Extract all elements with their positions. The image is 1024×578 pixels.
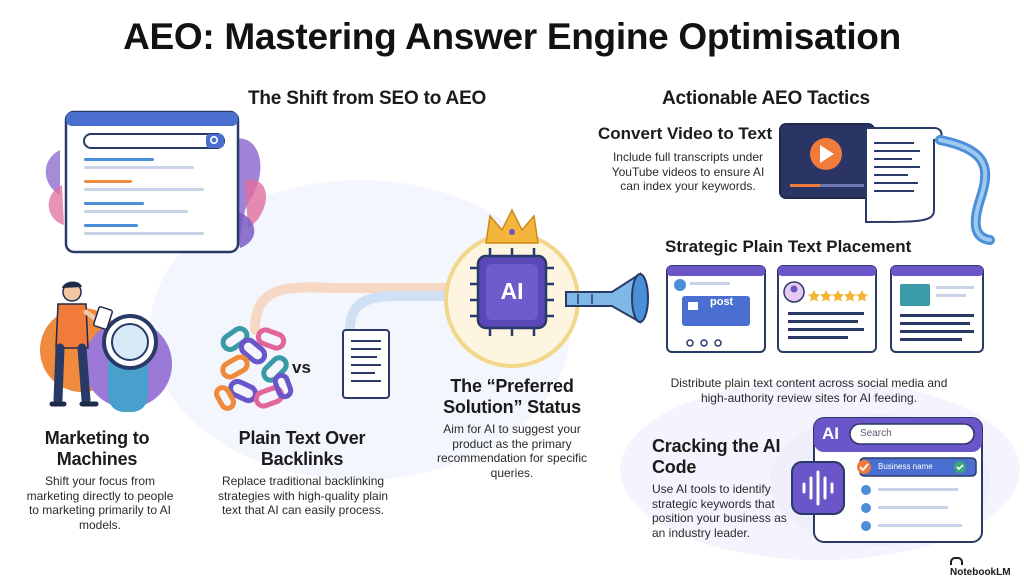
plaintext-title: Plain Text Over Backlinks [238, 428, 366, 469]
vs-label: vs [292, 358, 311, 377]
plaintext-body: Replace traditional backlinking strategi… [217, 474, 389, 517]
placement-cards-illustration [666, 265, 984, 353]
ai-search-logo: AI [822, 424, 839, 443]
person-magnifier-illustration [40, 281, 172, 412]
preferred-title: The “Preferred Solution” Status [443, 376, 581, 417]
ai-chip-label: AI [500, 278, 524, 304]
funnel-illustration [565, 272, 649, 324]
video-title: Convert Video to Text [598, 124, 773, 143]
preferred-body: Aim for AI to suggest your product as th… [436, 422, 588, 480]
ai-search-illustration [770, 414, 990, 546]
left-section-heading: The Shift from SEO to AEO [248, 88, 487, 109]
plain-text-document-illustration [342, 329, 390, 399]
right-section-heading: Actionable AEO Tactics [662, 88, 870, 109]
page-title: AEO: Mastering Answer Engine Optimisatio… [123, 16, 901, 57]
video-transcript-illustration [779, 123, 995, 245]
placement-title: Strategic Plain Text Placement [665, 237, 912, 256]
browser-window-illustration [45, 110, 267, 254]
footer-brand-label: NotebookLM [950, 567, 1011, 578]
notebooklm-icon [950, 557, 963, 566]
post-label: post [710, 296, 734, 308]
cracking-title: Cracking the AI Code [652, 436, 781, 477]
search-input: Search [860, 428, 892, 439]
cracking-body: Use AI tools to identify strategic keywo… [652, 482, 787, 540]
marketing-body: Shift your focus from marketing directly… [26, 474, 174, 532]
video-body: Include full transcripts under YouTube v… [611, 150, 765, 193]
ai-chip-illustration [444, 208, 580, 368]
marketing-title: Marketing to Machines [44, 428, 150, 469]
placement-body: Distribute plain text content across soc… [670, 376, 948, 405]
footer-brand: NotebookLM [950, 556, 1024, 578]
business-name-result: Business name [878, 462, 933, 471]
chain-links-illustration [214, 326, 294, 411]
